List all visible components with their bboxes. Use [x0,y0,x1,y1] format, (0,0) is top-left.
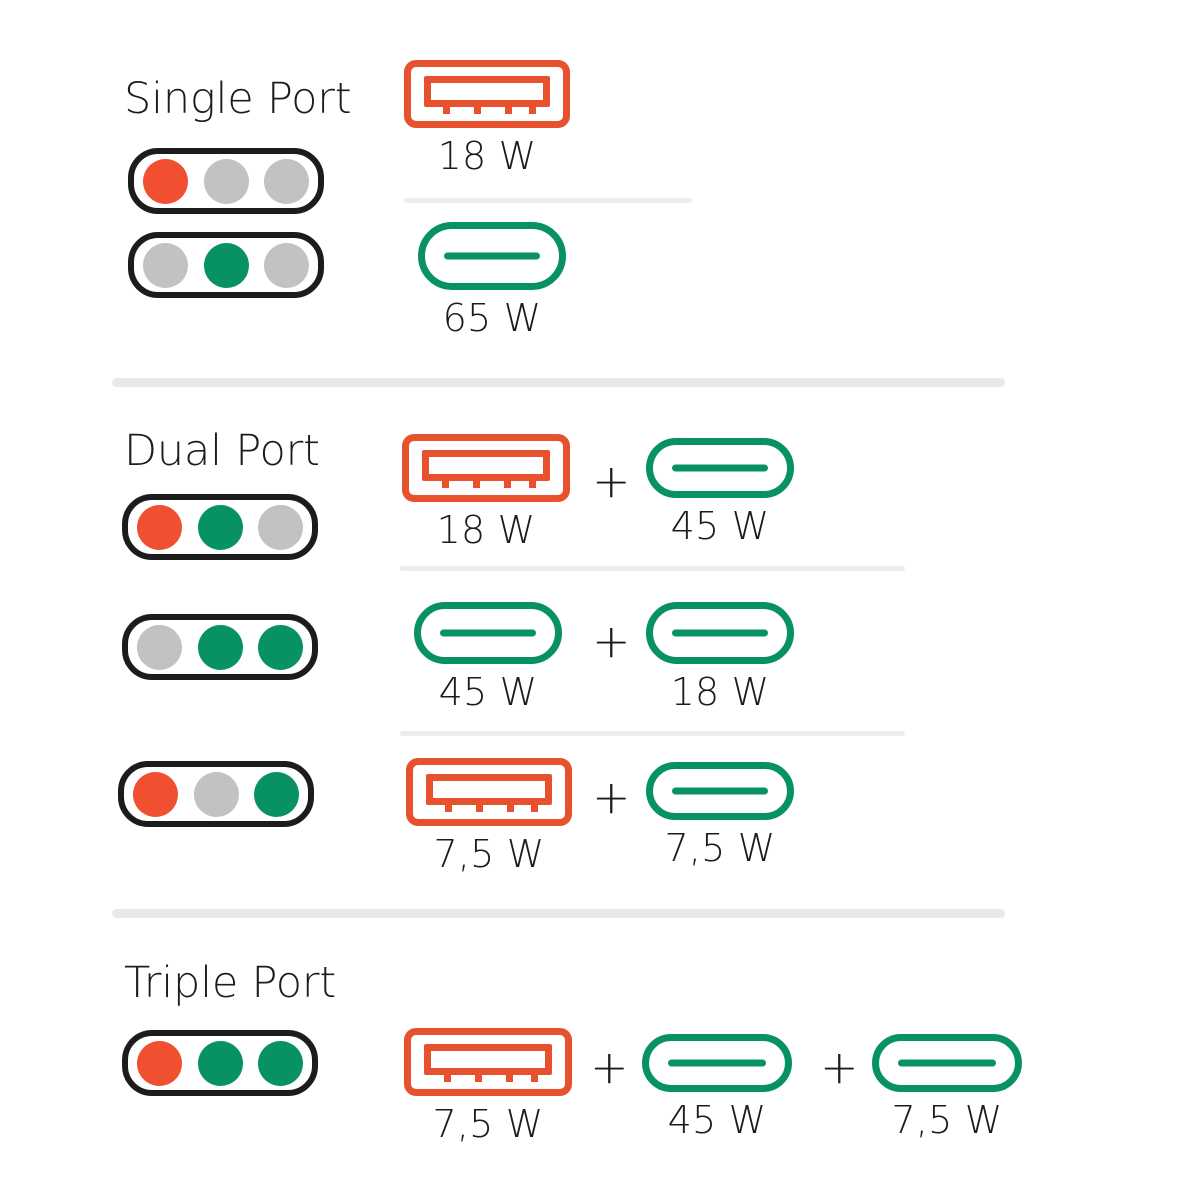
section-divider [112,378,1005,387]
section-inner-divider [400,731,905,736]
section-title-dual-port: Dual Port [124,426,320,476]
usb-a-icon [404,60,570,128]
led-indicator-single-row-2 [128,232,324,298]
led-green [197,504,243,550]
port-watt-label: 45 W [670,504,770,548]
led-green [197,624,243,670]
led-gray [143,242,188,288]
led-green [254,771,299,817]
usb-a-icon [404,1028,572,1096]
port-group-dual-row-1-b: 45 W [646,438,794,548]
port-watt-label: 18 W [670,670,770,714]
led-green [258,624,303,670]
port-group-single-row-1: 18 W [404,60,570,178]
led-orange [143,158,188,204]
port-group-dual-row-2-b: 18 W [646,602,794,714]
port-watt-label: 18 W [436,508,536,552]
port-group-single-row-2: 65 W [418,222,566,340]
led-green [197,1040,243,1086]
port-watt-label: 18 W [437,134,537,178]
section-triple-port: Triple Port 7,5 W + 45 W + [0,938,1200,1168]
section-title-triple-port: Triple Port [124,958,336,1008]
led-gray [258,504,303,550]
usb-c-icon [872,1034,1022,1092]
led-indicator-dual-row-1 [122,494,318,560]
port-group-triple-c: 7,5 W [872,1034,1022,1142]
led-indicator-dual-row-2 [122,614,318,680]
led-gray [193,771,239,817]
port-group-dual-row-3-b: 7,5 W [646,762,794,870]
port-watt-label: 7,5 W [664,826,776,870]
led-indicator-dual-row-3 [118,761,314,827]
usb-c-icon [646,438,794,498]
usb-c-icon [646,762,794,820]
section-single-port: Single Port 18 W [0,36,1200,376]
section-inner-divider [404,198,692,203]
led-gray [264,158,309,204]
section-divider [112,909,1005,918]
usb-c-icon [646,602,794,664]
led-green [203,242,249,288]
usb-a-icon [402,434,570,502]
section-title-single-port: Single Port [124,74,352,124]
led-green [258,1040,303,1086]
plus-separator: + [592,614,631,668]
usb-c-icon [414,602,562,664]
led-gray [264,242,309,288]
port-watt-label: 7,5 W [891,1098,1003,1142]
led-gray [137,624,182,670]
led-orange [137,1040,182,1086]
port-group-triple-b: 45 W [642,1034,792,1142]
plus-separator: + [592,454,631,508]
port-watt-label: 45 W [667,1098,767,1142]
led-gray [203,158,249,204]
usb-c-icon [642,1034,792,1092]
port-group-dual-row-3-a: 7,5 W [406,758,572,876]
section-dual-port: Dual Port 18 W + 45 W [0,406,1200,896]
port-watt-label: 65 W [442,296,542,340]
led-indicator-single-row-1 [128,148,324,214]
port-watt-label: 7,5 W [433,832,545,876]
led-indicator-triple-row-1 [122,1030,318,1096]
plus-separator: + [592,770,631,824]
section-inner-divider [400,566,905,571]
port-group-dual-row-1-a: 18 W [402,434,570,552]
led-orange [137,504,182,550]
port-group-dual-row-2-a: 45 W [414,602,562,714]
usb-a-icon [406,758,572,826]
port-watt-label: 45 W [438,670,538,714]
plus-separator: + [590,1040,629,1094]
port-group-triple-a: 7,5 W [404,1028,572,1146]
led-orange [133,771,178,817]
port-watt-label: 7,5 W [432,1102,544,1146]
plus-separator: + [820,1040,859,1094]
usb-c-icon [418,222,566,290]
